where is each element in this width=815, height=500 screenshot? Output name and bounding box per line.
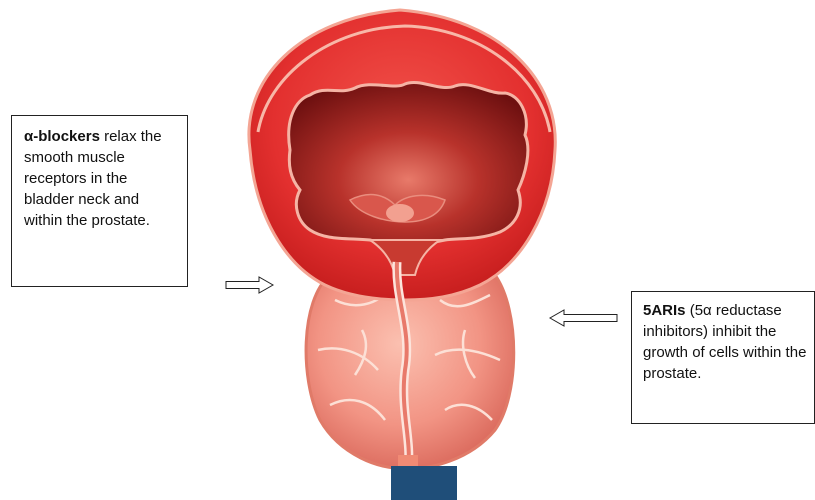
arrow-left-icon <box>548 308 618 328</box>
callout-alpha-blockers-term: α-blockers <box>24 128 100 145</box>
callout-alpha-blockers: α-blockers relax the smooth muscle recep… <box>11 115 188 287</box>
urethra-base-block <box>391 466 457 500</box>
bladder <box>249 10 555 300</box>
arrow-right-icon <box>225 275 275 295</box>
callout-5aris-term: 5ARIs <box>643 302 686 319</box>
callout-5aris: 5ARIs (5α reductase inhibitors) inhibit … <box>631 291 815 424</box>
